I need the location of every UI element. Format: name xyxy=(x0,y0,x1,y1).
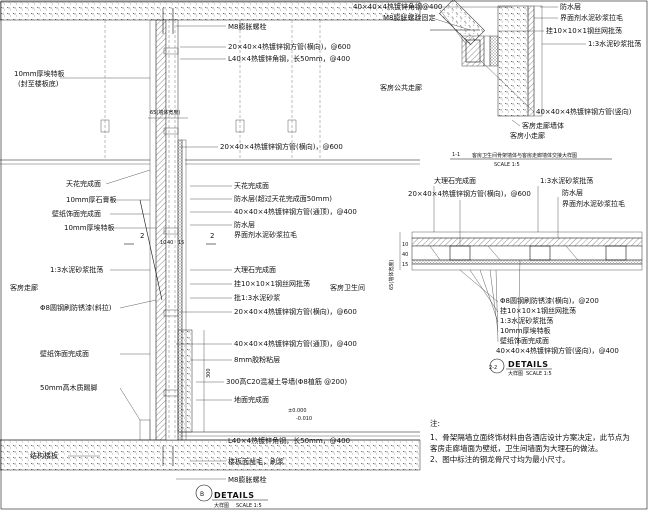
room-label-small-corridor: 客房小走廊 xyxy=(510,131,545,140)
label: 8mm胶粉粘层 xyxy=(234,355,280,364)
label: 40×40×4热镀锌角钢@400 xyxy=(353,2,442,11)
label: 50mm高木质踢脚 xyxy=(40,383,98,392)
detail-b-left-labels: 10mm厚埃特板 (封至楼板底) 天花完成面 10mm厚石膏板 壁纸饰面完成面 … xyxy=(10,69,157,460)
label: 挂10×10×1钢丝网批荡 xyxy=(234,279,310,288)
notes-heading: 注: xyxy=(430,418,440,428)
label: 楼板面凿毛，刷浆 xyxy=(228,457,284,466)
label: 壁纸饰面完成面 xyxy=(52,209,101,218)
label: 防水层 xyxy=(234,220,255,229)
label: M8膨胀螺栓固定 xyxy=(383,13,436,22)
label: 批1:3水泥砂浆 xyxy=(234,293,280,302)
subtitle: 大样图 xyxy=(214,502,229,509)
label: 300高C20混凝土导墙(Φ8植筋 @200) xyxy=(226,377,347,386)
label: 20×40×4热镀锌钢方管(横向)，@600 xyxy=(220,142,343,151)
detail-2-2: 65(墙体宽度) 10 40 15 大理石完成面 1:3水泥砂浆批荡 防水层 界… xyxy=(388,176,643,377)
title-number: B xyxy=(200,491,204,498)
label: 客房走廊墙体 xyxy=(522,121,564,130)
label: 大理石完成面 xyxy=(434,176,476,185)
label: L40×4热镀锌角钢，长50mm，@400 xyxy=(228,54,350,63)
label: 地面完成面 xyxy=(234,395,269,404)
label: 1:3水泥砂浆批荡 xyxy=(588,39,641,48)
dim-40: 40 xyxy=(402,252,408,258)
note-line: 2、图中标注的钢龙骨尺寸均为最小尺寸。 xyxy=(430,454,570,464)
room-label-bathroom: 客房卫生间 xyxy=(330,283,365,292)
label: 40×40×4热镀锌钢方管(竖向) xyxy=(536,107,632,116)
detail-1-1: 40×40×4热镀锌角钢@400 M8膨胀螺栓固定 防水层 界面剂水泥砂浆拉毛 … xyxy=(353,0,641,168)
dim-300: 300 xyxy=(206,368,212,378)
label: 20×40×4热镀锌钢方管(横向)，@600 xyxy=(408,189,531,198)
room-label-corridor: 客房走廊 xyxy=(10,283,38,292)
scale: SCALE 1:5 xyxy=(526,371,552,377)
subtitle: 大样图 xyxy=(508,370,523,377)
notes: 注: 1、骨架隔墙立面终饰材料由各酒店设计方案决定，此节点为 客房走廊墙面为壁纸… xyxy=(430,418,630,464)
dim-wall-width: 65(墙体宽度) xyxy=(388,260,395,290)
label: 10mm厚埃特板 xyxy=(64,223,115,232)
label: 20×40×4热镀锌钢方管(横向)，@600 xyxy=(234,307,357,316)
level-zero: ±0.000 xyxy=(288,408,307,414)
room-label-public-corridor: 客房公共走廊 xyxy=(380,83,422,92)
label: 10mm厚埃特板 xyxy=(14,69,65,78)
label: 大理石完成面 xyxy=(234,265,276,274)
detail-b-right-labels: M8膨胀螺栓 20×40×4热镀锌钢方管(横向)，@600 L40×4热镀锌角钢… xyxy=(176,22,365,484)
label: L40×4热镀锌角钢，长50mm，@400 xyxy=(228,436,350,445)
scale: SCALE 1:5 xyxy=(494,162,520,168)
dim-10: 10 xyxy=(160,240,166,246)
detail-b: 65(墙体宽度) 10 40 15 300 ±0.000 -0.010 2 2 … xyxy=(0,1,421,509)
label: 防水层 xyxy=(560,2,581,11)
level-minus: -0.010 xyxy=(296,416,312,422)
floor-slab xyxy=(0,439,421,471)
dim-40: 40 xyxy=(167,240,173,246)
scale: SCALE 1:5 xyxy=(236,503,262,509)
section-mark-right: 2 xyxy=(210,232,214,240)
label: Φ8圆钢刷防锈漆(斜拉) xyxy=(40,303,112,312)
label: 天花完成面 xyxy=(234,181,269,190)
label: 40×40×4热镀锌钢方管(通顶)，@400 xyxy=(234,207,357,216)
note-line: 1、骨架隔墙立面终饰材料由各酒店设计方案决定，此节点为 xyxy=(430,432,630,442)
label: 界面剂水泥砂浆拉毛 xyxy=(234,230,297,239)
label: M8膨胀螺栓 xyxy=(228,22,267,31)
label: 40×40×4热镀锌钢方管(竖向)，@400 xyxy=(496,346,619,355)
label: M8膨胀螺栓 xyxy=(228,475,267,484)
section-mark-left: 2 xyxy=(140,232,144,240)
label: 防水层 xyxy=(562,188,583,197)
label: 壁纸饰面完成面 xyxy=(40,349,89,358)
dim-wall-width: 65(墙体宽度) xyxy=(150,109,180,116)
note-line: 客房走廊墙面为壁纸，卫生间墙面为大理石的做法。 xyxy=(430,443,603,453)
dim-10: 10 xyxy=(402,242,408,248)
label: 壁纸饰面完成面 xyxy=(500,336,549,345)
label: 防水层(超过天花完成面50mm) xyxy=(234,194,332,203)
title: DETAILS xyxy=(508,360,548,369)
label: 界面剂水泥砂浆拉毛 xyxy=(560,13,623,22)
title-number: 1-1 xyxy=(452,152,460,158)
ceiling-slab xyxy=(0,1,421,21)
label: 1:3水泥砂浆批荡 xyxy=(500,316,553,325)
label: 40×40×4热镀锌钢方管(通顶)，@400 xyxy=(234,339,357,348)
label: 20×40×4热镀锌钢方管(横向)，@600 xyxy=(228,42,351,51)
label: 天花完成面 xyxy=(66,179,101,188)
label: 10mm厚埃特板 xyxy=(500,326,551,335)
label: 界面剂水泥砂浆拉毛 xyxy=(562,199,625,208)
label: 10mm厚石膏板 xyxy=(66,195,117,204)
label: 挂10×10×1钢丝网批荡 xyxy=(500,306,576,315)
detail-b-title: B DETAILS 大样图 SCALE 1:5 xyxy=(195,484,268,509)
title: DETAILS xyxy=(214,491,254,500)
label: 1:3水泥砂浆批荡 xyxy=(50,265,103,274)
title-number: 2-2 xyxy=(489,365,497,371)
label: Φ8圆钢刷防锈漆(横向)，@200 xyxy=(500,296,599,305)
label: 挂10×10×1钢丝网批荡 xyxy=(546,26,622,35)
dim-15: 15 xyxy=(402,262,408,268)
label: (封至楼板底) xyxy=(18,79,59,88)
title: 客房卫生间骨架墙体与客房走廊墙体交接大样图 xyxy=(472,152,577,159)
dim-15: 15 xyxy=(178,240,184,246)
label: 1:3水泥砂浆批荡 xyxy=(540,176,593,185)
label: 结构楼板 xyxy=(30,451,58,460)
